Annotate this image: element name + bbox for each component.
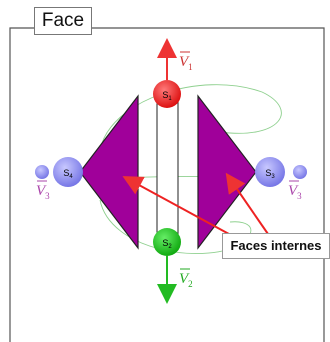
node-s2-sub: 2 — [168, 244, 172, 250]
node-s1: S1 — [153, 80, 181, 108]
faces-internes-callout: Faces internes — [222, 233, 330, 259]
vector-v1-label: V1 — [179, 51, 193, 72]
node-s2-label: S — [162, 238, 168, 248]
svg-text:S2: S2 — [162, 238, 172, 250]
vector-v3-left-label: V3 — [36, 180, 50, 201]
node-s1-sub: 1 — [168, 96, 172, 102]
node-s3-sub: 3 — [271, 174, 275, 180]
node-s4: S4 — [35, 157, 83, 187]
left-face — [79, 94, 139, 250]
vector-v3-right-label: V3 — [288, 180, 302, 201]
node-s4-sub: 4 — [69, 174, 73, 180]
svg-text:V2: V2 — [179, 271, 193, 289]
node-s3: S3 — [255, 157, 307, 187]
right-face — [197, 94, 257, 250]
node-s2: S2 — [153, 228, 181, 256]
callout-pointers — [122, 172, 269, 241]
node-s4-label: S — [63, 168, 69, 178]
svg-text:S1: S1 — [162, 90, 172, 102]
svg-text:V1: V1 — [179, 54, 193, 72]
svg-text:V3: V3 — [36, 183, 50, 201]
svg-text:S4: S4 — [63, 168, 73, 180]
node-s3-label: S — [265, 168, 271, 178]
svg-text:S3: S3 — [265, 168, 275, 180]
vector-v2-label: V2 — [179, 268, 193, 289]
frame-title: Face — [34, 7, 92, 35]
node-s1-label: S — [162, 90, 168, 100]
central-slot — [156, 91, 179, 241]
svg-text:V3: V3 — [288, 183, 302, 201]
